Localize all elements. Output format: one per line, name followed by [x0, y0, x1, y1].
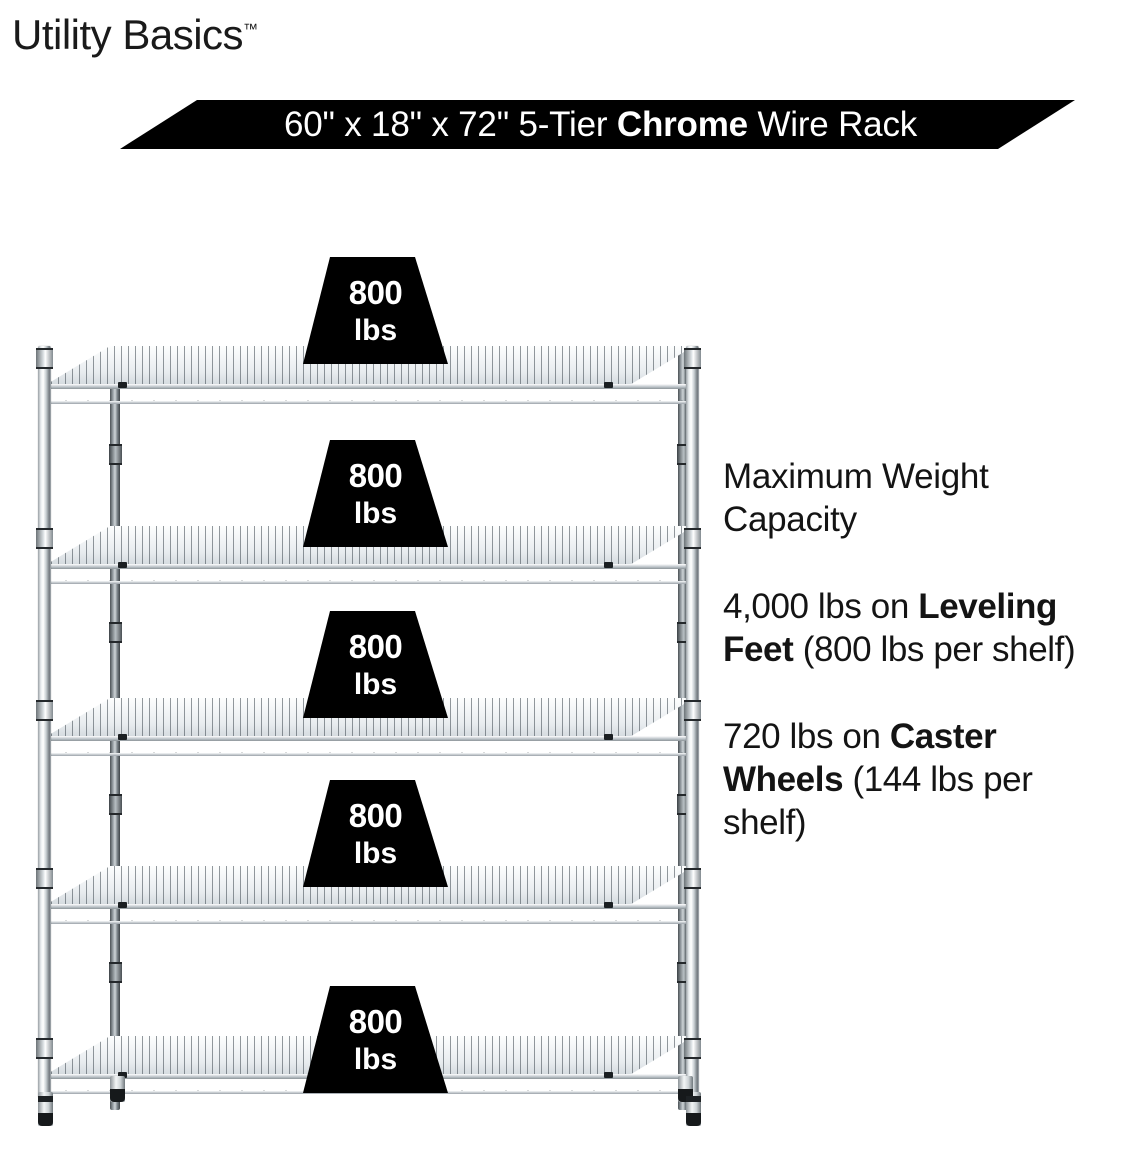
shelf-collar — [36, 868, 53, 889]
shelf-bottom-rail — [44, 401, 694, 404]
shelf-collar — [109, 794, 122, 815]
leveling-label: Leveling Feet — [723, 587, 1058, 669]
shelf-collar — [109, 444, 122, 465]
leveling-total: 4,000 lbs on — [723, 587, 919, 626]
shelf-collar — [684, 700, 701, 721]
shelf-bottom-rail — [44, 581, 694, 584]
shelf-collar — [109, 962, 122, 983]
title-prefix: 60" x 18" x 72" 5-Tier — [283, 105, 617, 144]
caster-label: Caster Wheels — [723, 717, 997, 799]
shelf-clip — [604, 734, 613, 740]
caster-detail: (144 lbs per shelf) — [723, 760, 1033, 842]
leveling-feet-capacity: 4,000 lbs on Leveling Feet (800 lbs per … — [723, 585, 1123, 671]
shelf-collar — [109, 622, 122, 643]
shelf-clip — [118, 734, 127, 740]
badge-weight-unit: lbs — [353, 836, 398, 870]
weight-badge-tier-1: 800 lbs — [303, 257, 448, 364]
shelf-front-lip — [44, 904, 694, 909]
shelf-collar — [36, 528, 53, 549]
badge-weight-unit: lbs — [353, 1042, 398, 1076]
shelf-bottom-rail — [44, 753, 694, 756]
badge-weight-unit: lbs — [353, 313, 398, 347]
leveling-detail: (800 lbs per shelf) — [793, 630, 1076, 669]
caster-wheels-capacity: 720 lbs on Caster Wheels (144 lbs per sh… — [723, 715, 1123, 844]
title-suffix: Wire Rack — [747, 105, 918, 144]
shelf-truss — [44, 740, 694, 754]
brand-name: Utility Basics — [12, 11, 244, 58]
shelf-truss — [44, 388, 694, 402]
shelf-clip — [604, 1072, 613, 1078]
shelf-front-lip — [44, 564, 694, 569]
brand-logo: Utility Basics™ — [12, 6, 258, 59]
title-emphasis: Chrome — [616, 105, 748, 144]
shelf-front-lip — [44, 736, 694, 741]
badge-weight-value: 800 — [348, 456, 403, 494]
post-front-left — [36, 346, 53, 1098]
shelf-collar — [36, 1038, 53, 1059]
leveling-foot-band — [38, 1096, 53, 1102]
post-front-right — [684, 346, 701, 1098]
badge-weight-value: 800 — [348, 1002, 403, 1040]
shelf-clip — [604, 562, 613, 568]
shelf-clip — [604, 382, 613, 388]
shelf-clip — [118, 382, 127, 388]
capacity-heading: Maximum Weight Capacity — [723, 457, 989, 539]
leveling-foot-rear-left — [110, 1076, 125, 1102]
shelf-collar — [36, 348, 53, 369]
badge-weight-value: 800 — [348, 796, 403, 834]
capacity-copy-block: Maximum Weight Capacity 4,000 lbs on Lev… — [723, 455, 1123, 844]
shelf-collar — [684, 528, 701, 549]
shelf-clip — [118, 902, 127, 908]
shelf-front-lip — [44, 384, 694, 389]
shelf-collar — [684, 348, 701, 369]
badge-weight-value: 800 — [348, 627, 403, 665]
shelf-truss — [44, 908, 694, 922]
badge-weight-unit: lbs — [353, 667, 398, 701]
shelf-clip — [604, 902, 613, 908]
trademark-symbol: ™ — [243, 21, 259, 38]
leveling-foot-band — [686, 1096, 701, 1102]
shelf-clip — [118, 562, 127, 568]
product-title-banner: 60" x 18" x 72" 5-Tier Chrome Wire Rack — [120, 100, 1075, 149]
copy-spacer — [723, 671, 1123, 715]
badge-weight-unit: lbs — [353, 496, 398, 530]
badge-weight-value: 800 — [348, 273, 403, 311]
shelf-collar — [684, 1038, 701, 1059]
shelf-clip — [118, 1072, 127, 1078]
shelf-collar — [684, 868, 701, 889]
shelf-collar — [36, 700, 53, 721]
product-title-text: 60" x 18" x 72" 5-Tier Chrome Wire Rack — [278, 100, 917, 149]
shelf-bottom-rail — [44, 921, 694, 924]
shelf-truss — [44, 568, 694, 582]
caster-total: 720 lbs on — [723, 717, 890, 756]
copy-spacer — [723, 541, 1123, 585]
